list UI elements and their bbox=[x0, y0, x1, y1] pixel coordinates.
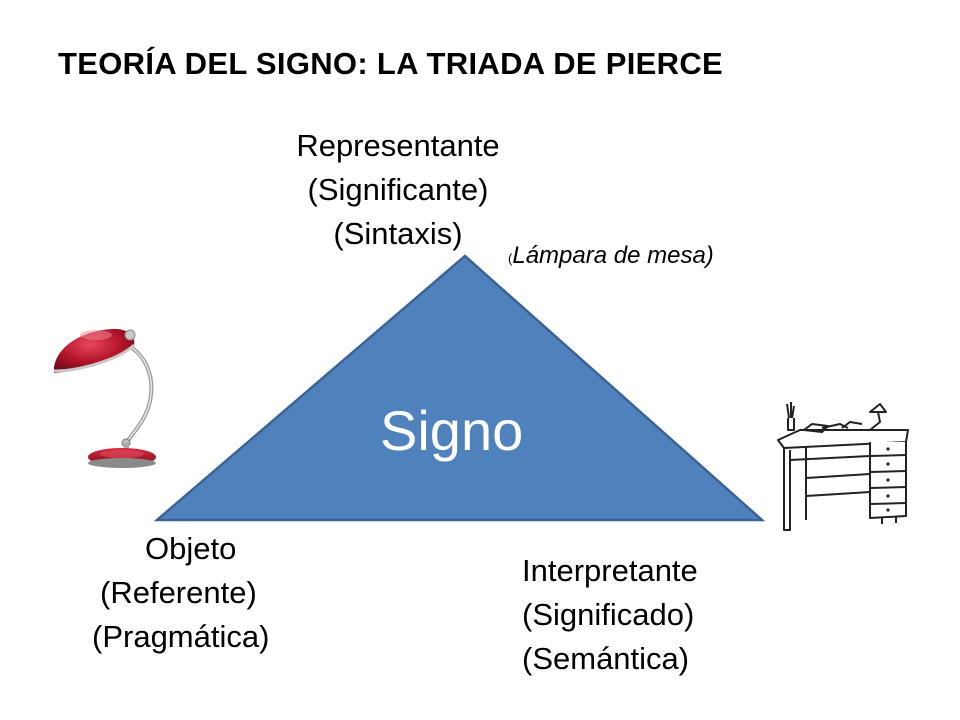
desk-icon bbox=[777, 402, 909, 531]
lamp-annotation: (Lámpara de mesa) bbox=[508, 242, 714, 270]
objeto-line1: Objeto bbox=[145, 531, 237, 566]
sign-triangle bbox=[153, 254, 766, 522]
lamp-icon bbox=[53, 329, 156, 468]
representante-label: Representante (Significante) (Sintaxis) bbox=[278, 124, 518, 256]
interpretante-line3: (Semántica) bbox=[522, 641, 690, 676]
page-title: TEORÍA DEL SIGNO: LA TRIADA DE PIERCE bbox=[58, 46, 724, 81]
interpretante-line2: (Significado) bbox=[522, 597, 695, 632]
representante-line3: (Sintaxis) bbox=[333, 216, 463, 251]
objeto-label: Objeto (Referente) (Pragmática) bbox=[92, 527, 269, 659]
objeto-line3: (Pragmática) bbox=[92, 619, 270, 654]
annotation-text: Lámpara de mesa) bbox=[512, 242, 714, 269]
representante-line2: (Significante) bbox=[307, 172, 489, 207]
interpretante-label: Interpretante (Significado) (Semántica) bbox=[522, 549, 698, 681]
annotation-open-paren: ( bbox=[508, 251, 513, 266]
representante-line1: Representante bbox=[296, 128, 500, 163]
interpretante-line1: Interpretante bbox=[522, 553, 698, 588]
objeto-line2: (Referente) bbox=[100, 575, 257, 610]
signo-label: Signo bbox=[380, 399, 524, 462]
